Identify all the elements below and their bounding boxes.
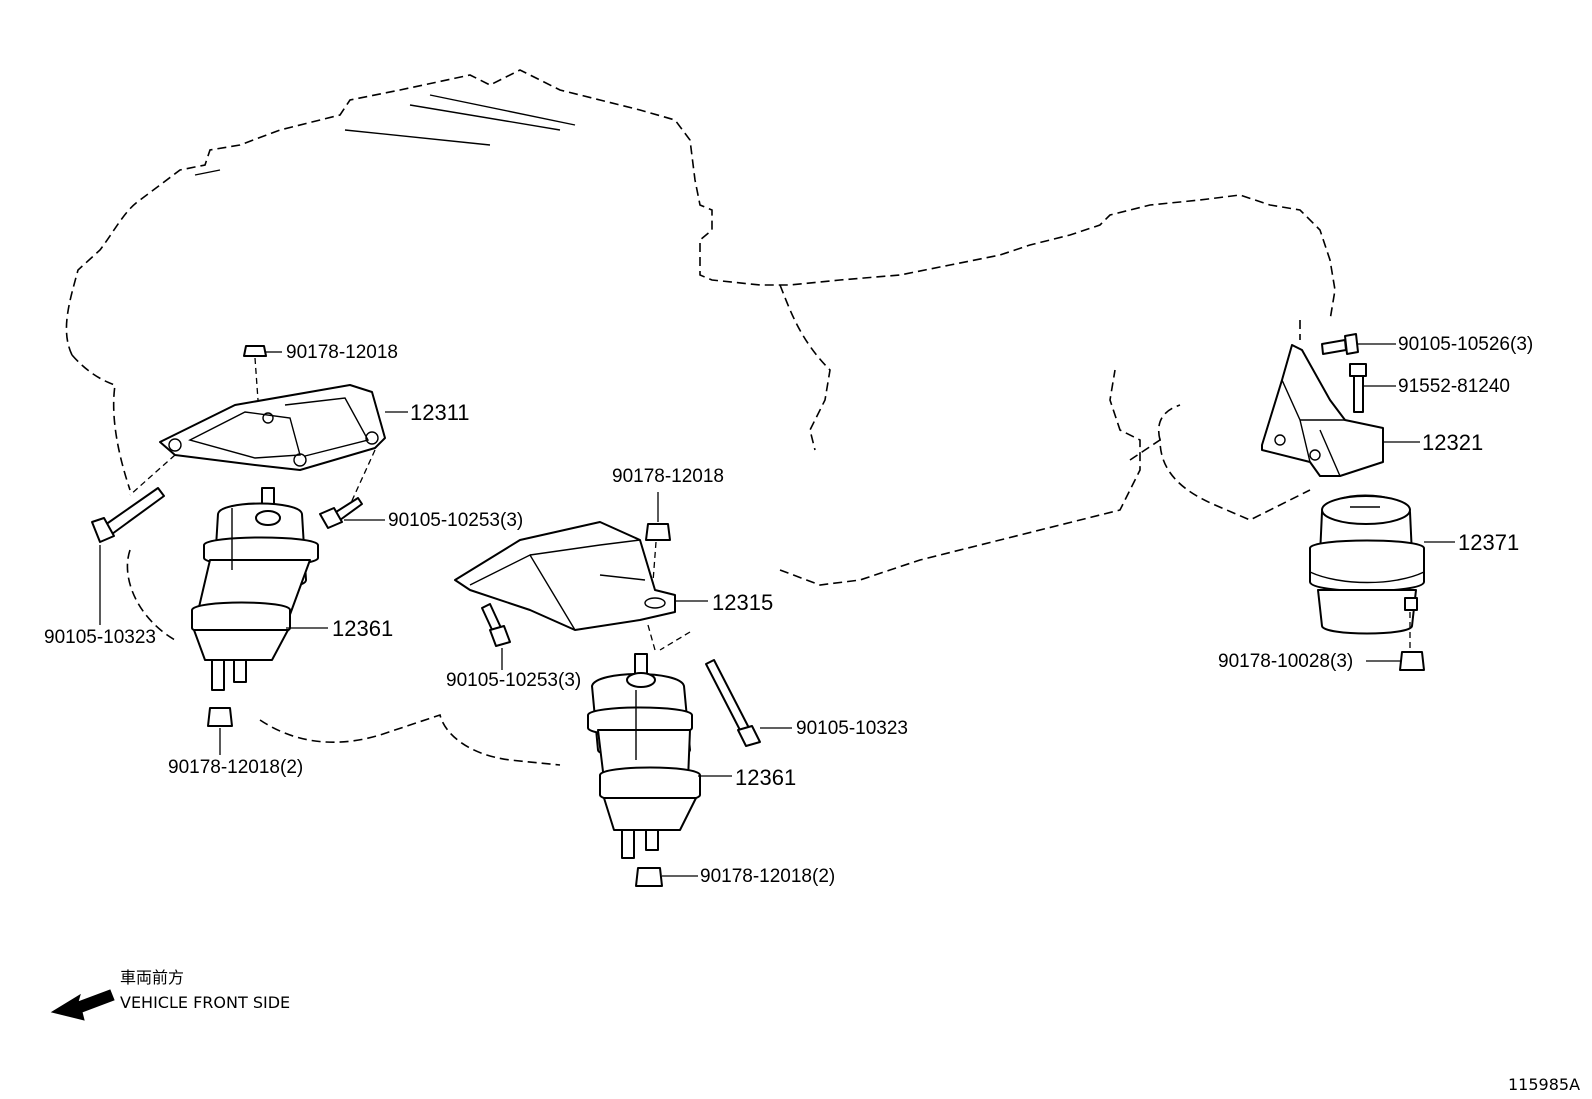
rear-mount-group xyxy=(1261,333,1455,671)
callout-bolt-left-through: 90105-10323 xyxy=(44,627,156,648)
direction-label-jp: 車両前方 xyxy=(120,968,184,987)
front-left-mount-group xyxy=(91,345,408,755)
callout-bolt-rear-bracket: 90105-10526(3) xyxy=(1398,334,1533,355)
direction-label-en: VEHICLE FRONT SIDE xyxy=(120,993,290,1012)
callout-bolt-center-through: 90105-10323 xyxy=(796,718,908,739)
engine-mount-bracket-right xyxy=(454,521,676,631)
callout-nut-left-bottom: 90178-12018(2) xyxy=(168,757,303,778)
callout-bolt-rear-vertical: 91552-81240 xyxy=(1398,376,1510,397)
engine-mount-insulator-center xyxy=(587,653,701,859)
callout-nut-top-left: 90178-12018 xyxy=(286,342,398,363)
bolt-icon xyxy=(1321,339,1347,355)
callout-bracket-front-right: 12315 xyxy=(712,590,773,615)
long-bolt-icon xyxy=(705,659,751,735)
long-bolt-icon xyxy=(104,487,165,535)
callout-bracket-rear: 12321 xyxy=(1422,430,1483,455)
callout-nut-center-bottom: 90178-12018(2) xyxy=(700,866,835,887)
engine-phantom-outline xyxy=(65,69,1336,766)
callout-insulator-rear: 12371 xyxy=(1458,530,1519,555)
flange-nut-icon xyxy=(645,523,671,541)
callout-bracket-front-left: 12311 xyxy=(410,400,470,425)
flange-nut-icon xyxy=(635,867,663,887)
engine-mount-insulator-left xyxy=(191,487,319,691)
figure-id: 115985A xyxy=(1508,1075,1580,1094)
callout-insulator-center: 12361 xyxy=(735,765,796,790)
vehicle-front-direction: 車両前方 VEHICLE FRONT SIDE xyxy=(50,968,290,1021)
callout-bolt-left-bracket: 90105-10253(3) xyxy=(388,510,523,531)
front-right-mount-group xyxy=(454,492,792,887)
callout-insulator-left: 12361 xyxy=(332,616,393,641)
callout-labels: 90178-12018 12311 90105-10253(3) 90105-1… xyxy=(44,334,1533,887)
flange-nut-icon xyxy=(1399,651,1425,671)
flange-nut-icon xyxy=(207,707,233,727)
callout-bolt-center-bracket: 90105-10253(3) xyxy=(446,670,581,691)
direction-arrow-icon xyxy=(50,989,115,1021)
flange-nut-icon xyxy=(243,345,267,357)
bolt-icon xyxy=(1349,363,1367,377)
callout-nut-rear: 90178-10028(3) xyxy=(1218,651,1353,672)
callout-nut-center-top: 90178-12018 xyxy=(612,466,724,487)
engine-mount-bracket-left xyxy=(159,384,386,471)
transmission-mount-insulator xyxy=(1309,494,1425,635)
